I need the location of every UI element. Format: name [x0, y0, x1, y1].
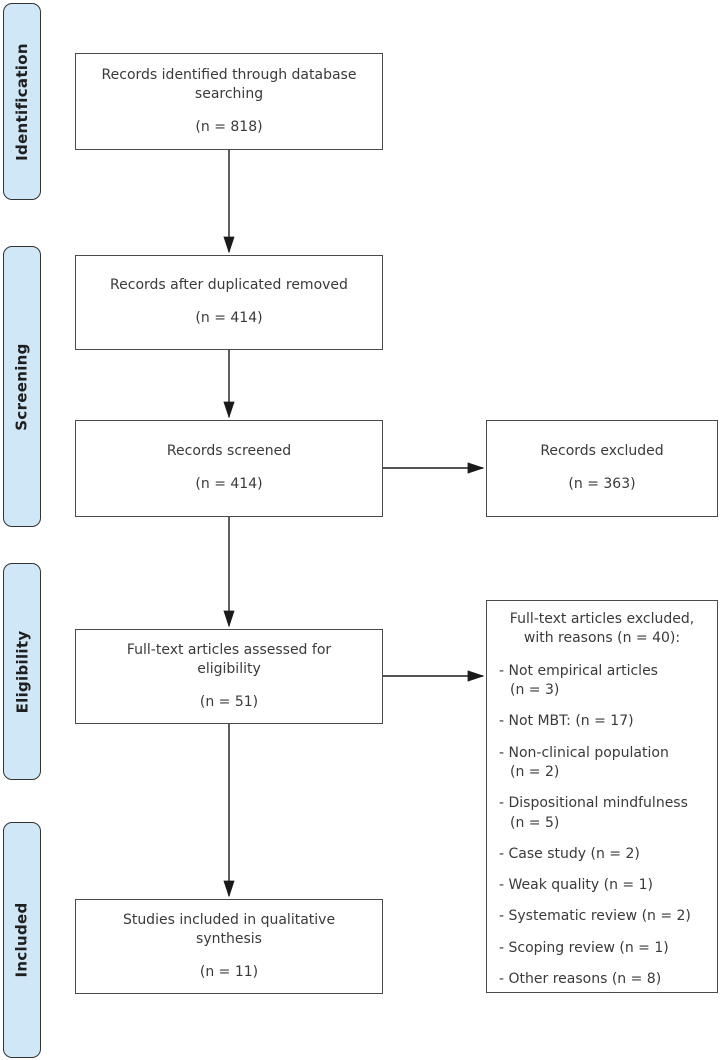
exclusion-reasons-list: - Not empirical articles (n = 3) - Not M… — [487, 662, 717, 990]
box-label: Records after duplicated removed — [110, 277, 348, 294]
box-after-duplicates-removed: Records after duplicated removed (n = 41… — [75, 255, 383, 350]
box-count: (n = 11) — [199, 963, 259, 980]
exclusion-reason: - Systematic review (n = 2) — [499, 908, 691, 925]
stage-label-eligibility: Eligibility — [3, 563, 41, 780]
exclusion-reason: - Scoping review (n = 1) — [499, 939, 669, 956]
exclusion-reason: - Not MBT: (n = 17) — [499, 713, 634, 730]
box-fulltext-assessed: Full-text articles assessed for eligibil… — [75, 629, 383, 724]
box-count: (n = 414) — [195, 476, 263, 492]
exclusion-reason: - Not empirical articles (n = 3) — [499, 662, 658, 698]
exclusion-reason: - Other reasons (n = 8) — [499, 971, 662, 988]
stage-label-text: Included — [13, 902, 31, 978]
box-label: Records identified through database sear… — [101, 66, 357, 103]
stage-label-screening: Screening — [3, 246, 41, 527]
box-records-screened: Records screened (n = 414) — [75, 420, 383, 517]
box-fulltext-excluded: Full-text articles excluded, with reason… — [486, 600, 718, 993]
fulltext-excluded-title: Full-text articles excluded, with reason… — [509, 611, 695, 647]
stage-label-text: Eligibility — [13, 630, 32, 713]
stage-label-identification: Identification — [3, 3, 41, 200]
box-label: Studies included in qualitative synthesi… — [122, 911, 336, 948]
box-label: Records screened — [166, 443, 292, 460]
stage-label-included: Included — [3, 822, 41, 1058]
stage-label-text: Identification — [13, 42, 32, 161]
exclusion-reason: - Non-clinical population (n = 2) — [499, 744, 669, 780]
exclusion-reason: - Case study (n = 2) — [499, 845, 640, 862]
box-count: (n = 363) — [568, 476, 636, 492]
box-label: Records excluded — [540, 443, 664, 460]
box-records-excluded: Records excluded (n = 363) — [486, 420, 718, 517]
exclusion-reason: - Weak quality (n = 1) — [499, 877, 653, 894]
box-count: (n = 414) — [195, 310, 263, 326]
box-count: (n = 818) — [195, 118, 263, 135]
box-records-identified: Records identified through database sear… — [75, 53, 383, 150]
box-count: (n = 51) — [199, 693, 259, 710]
exclusion-reason: - Dispositional mindfulness (n = 5) — [499, 795, 688, 831]
stage-label-text: Screening — [13, 342, 32, 431]
box-studies-included: Studies included in qualitative synthesi… — [75, 899, 383, 994]
box-label: Full-text articles assessed for eligibil… — [126, 641, 332, 678]
